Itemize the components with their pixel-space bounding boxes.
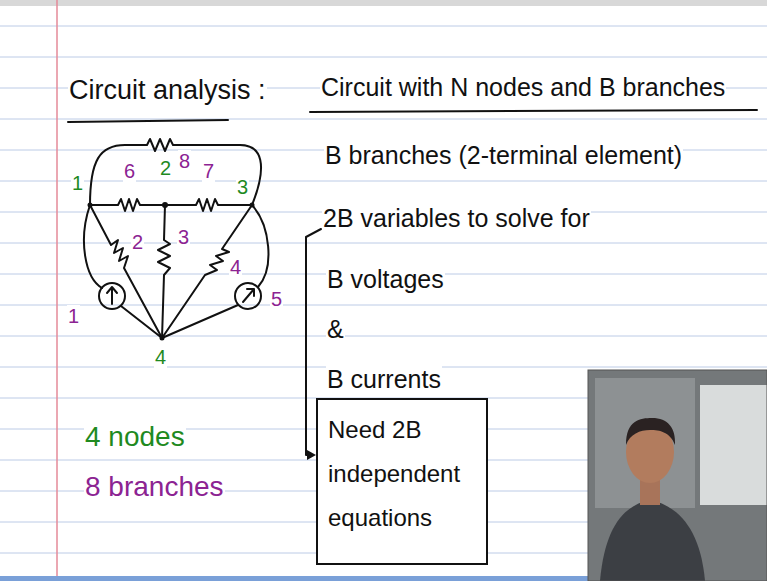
wire: [162, 305, 238, 338]
margin-line: [56, 0, 58, 581]
branch-number: 1: [67, 305, 80, 327]
node-dot: [88, 203, 93, 208]
whiteboard: [700, 385, 767, 505]
branch-number: 8: [178, 150, 191, 172]
note-text: B currents: [326, 366, 442, 394]
ruled-lines: [0, 26, 767, 553]
arrowhead: [307, 450, 316, 460]
wire: [121, 306, 162, 338]
wire: [252, 205, 268, 287]
branch-number: 6: [123, 160, 136, 182]
count-text: 4 nodes: [84, 422, 186, 453]
branch-number: 2: [131, 231, 144, 253]
note-text: &: [326, 316, 345, 344]
title-underline: [68, 120, 228, 122]
note-text: 2B variables to solve for: [322, 205, 591, 233]
slide-title: Circuit analysis :: [68, 76, 267, 106]
person-body: [600, 500, 705, 581]
heading-text: Circuit with N nodes and B branches: [320, 74, 726, 102]
webcam-border: [588, 370, 767, 581]
resistor-symbol: [162, 205, 252, 338]
count-text: 8 branches: [84, 472, 225, 503]
resistor-symbol: [158, 205, 170, 338]
note-text: B voltages: [326, 266, 445, 294]
branch-number: 5: [270, 288, 283, 310]
source-arrow: [107, 287, 117, 304]
note-text: B branches (2-terminal element): [324, 142, 683, 170]
wire-resistor-8: [90, 139, 261, 205]
node-dot: [250, 203, 255, 208]
node-dot: [160, 336, 165, 341]
person-hair: [626, 418, 675, 445]
box-text: Need 2B independent equations: [328, 408, 476, 540]
top-bar: [0, 0, 767, 6]
source-arrow: [243, 289, 254, 302]
node-dot: [162, 202, 168, 208]
person-neck: [640, 480, 660, 505]
wall: [595, 378, 695, 508]
resistor-symbol: [90, 205, 162, 338]
branch-number: 3: [177, 226, 190, 248]
branch-number: 7: [202, 160, 215, 182]
branch-number: 4: [229, 256, 242, 278]
wire: [84, 205, 102, 288]
node-number: 3: [236, 176, 249, 198]
heading-underline: [310, 110, 757, 112]
webcam-frame: [588, 370, 767, 581]
node-number: 2: [159, 157, 172, 179]
node-number: 1: [71, 172, 84, 194]
note-box: Need 2B independent equations: [316, 398, 488, 565]
node-number: 4: [154, 346, 167, 368]
wire-resistors-6-7: [90, 199, 252, 211]
